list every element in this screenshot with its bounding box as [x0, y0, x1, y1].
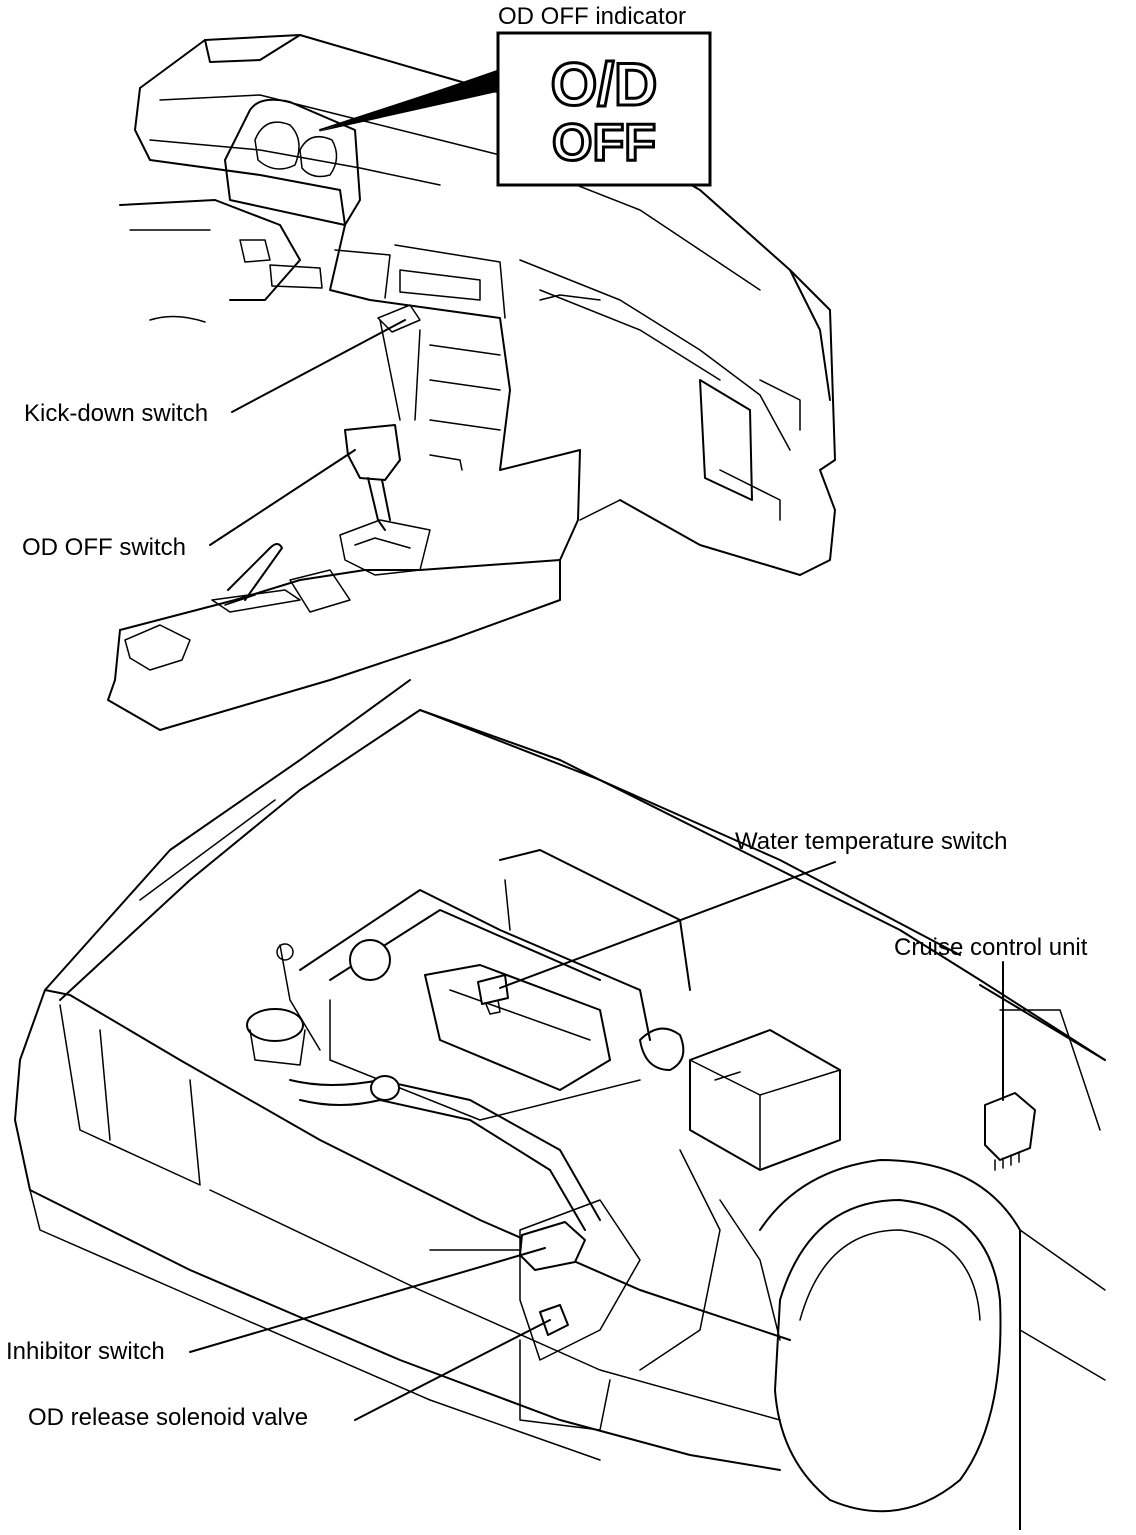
label-inhibitor-switch: Inhibitor switch: [6, 1338, 165, 1365]
label-water-temperature-switch: Water temperature switch: [735, 828, 1008, 855]
od-off-indicator-box: O/D OFF: [496, 31, 712, 187]
label-od-off-switch: OD OFF switch: [22, 534, 187, 561]
upper-leader-lines: [209, 304, 421, 546]
label-cruise-control-unit: Cruise control unit: [894, 934, 1088, 961]
label-kick-down-switch: Kick-down switch: [24, 400, 209, 427]
indicator-line2: OFF: [552, 114, 656, 172]
indicator-line1: O/D: [551, 51, 658, 118]
engine-bay-drawing: [14, 679, 1106, 1531]
label-od-release-solenoid-valve: OD release solenoid valve: [28, 1404, 309, 1431]
lower-leader-lines: [189, 861, 1004, 1421]
label-od-off-indicator: OD OFF indicator: [498, 3, 687, 30]
dashboard-drawing: [107, 34, 836, 731]
